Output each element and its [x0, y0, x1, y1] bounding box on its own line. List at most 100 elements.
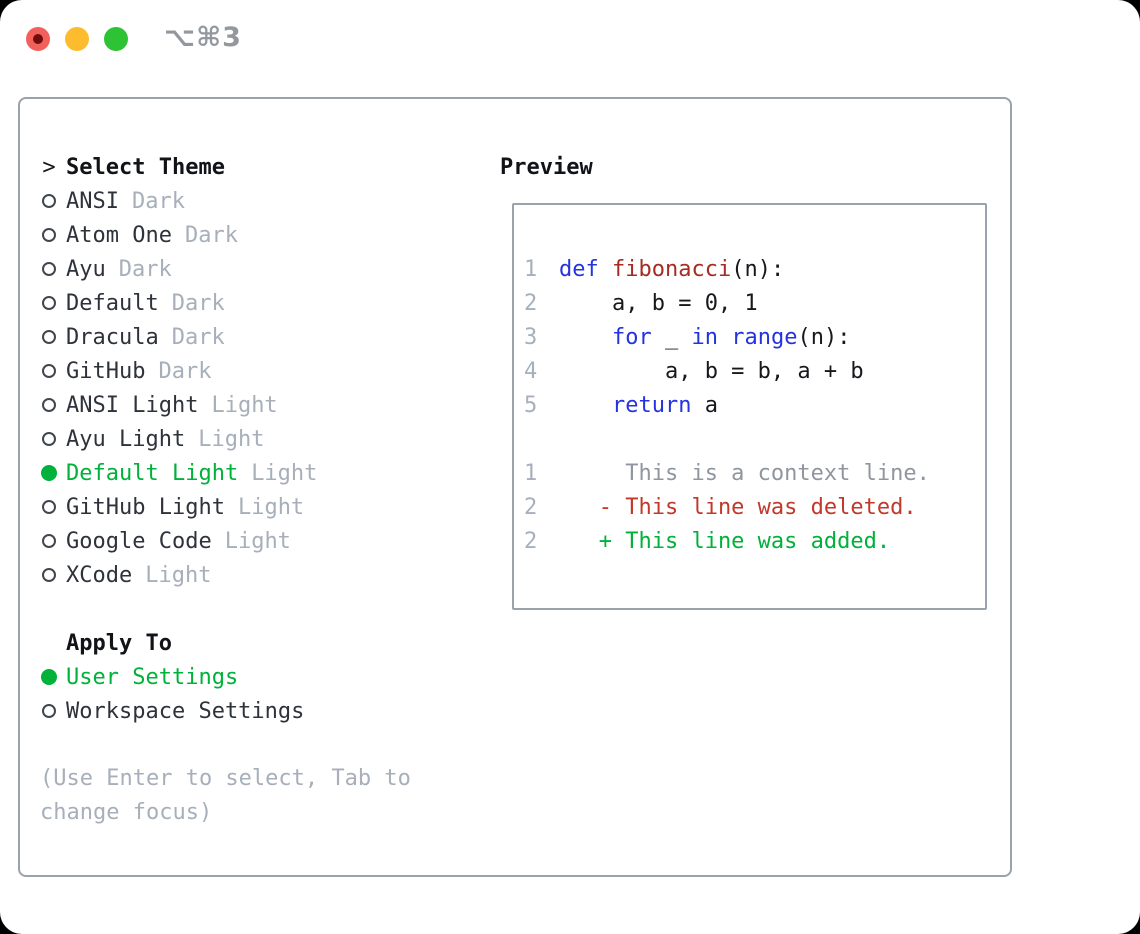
theme-variant-tag: Dark — [184, 222, 238, 248]
code-segment: a, b = b, a + b — [559, 358, 864, 384]
code-segment: This is a context line. — [559, 460, 930, 486]
select-theme-header: > Select Theme — [40, 150, 411, 184]
theme-option[interactable]: ANSI Light Light — [40, 388, 411, 422]
theme-name: Default — [66, 290, 159, 316]
theme-variant-tag: Dark — [118, 256, 172, 282]
close-button[interactable] — [26, 27, 50, 51]
apply-to-option-label: Workspace Settings — [66, 698, 305, 724]
window-title: ⌥⌘3 — [164, 22, 242, 53]
line-number: 2 — [524, 494, 538, 520]
apply-to-header: Apply To — [40, 626, 411, 660]
code-segment: fibonacci — [612, 256, 732, 282]
apply-to-list: User Settings Workspace Settings — [40, 660, 411, 728]
select-theme-title: Select Theme — [66, 154, 225, 180]
theme-variant-tag: Light — [211, 392, 278, 418]
keyboard-hint: (Use Enter to select, Tab to change focus… — [40, 762, 411, 830]
radio-circle-icon — [40, 194, 58, 208]
theme-option[interactable]: Dracula Dark — [40, 320, 411, 354]
theme-name: Atom One — [66, 222, 172, 248]
theme-variant-tag: Light — [198, 426, 265, 452]
preview-line: 4 a, b = b, a + b — [514, 354, 985, 388]
theme-variant-tag: Dark — [171, 324, 225, 350]
radio-circle-icon — [40, 704, 58, 718]
code-segment: _ — [651, 324, 692, 350]
code-segment — [718, 325, 731, 350]
theme-variant-tag: Dark — [158, 358, 212, 384]
focus-caret-icon: > — [42, 154, 56, 180]
preview-pane: 1 def fibonacci(n): 2 a, b = 0, 1 3 for … — [512, 203, 987, 610]
radio-circle-icon — [40, 228, 58, 242]
code-segment: a — [691, 392, 718, 418]
line-number: 3 — [524, 324, 538, 350]
preview-line: 1 This is a context line. — [514, 456, 985, 490]
radio-circle-icon — [40, 432, 58, 446]
preview-title: Preview — [500, 154, 593, 180]
theme-variant-tag: Dark — [131, 188, 185, 214]
code-segment — [559, 393, 612, 418]
theme-option[interactable]: Google Code Light — [40, 524, 411, 558]
theme-variant-tag: Light — [145, 562, 212, 588]
minimize-button[interactable] — [65, 27, 89, 51]
titlebar: ⌥⌘3 — [0, 0, 1140, 78]
radio-circle-icon — [40, 364, 58, 378]
keyboard-hint-line: change focus) — [40, 800, 213, 825]
line-number: 2 — [524, 528, 538, 554]
code-segment: (n): — [731, 256, 785, 282]
apply-to-option-label: User Settings — [66, 664, 239, 690]
theme-list: ANSI Dark Atom One Dark Ayu Dark Default… — [40, 184, 411, 592]
theme-name: ANSI Light — [66, 392, 199, 418]
theme-name: XCode — [66, 562, 133, 588]
radio-circle-icon — [40, 262, 58, 276]
apply-to-option[interactable]: User Settings — [40, 660, 411, 694]
code-segment: a, b = 0, 1 — [559, 290, 758, 316]
theme-list-column: > Select Theme ANSI Dark Atom One Dark A… — [40, 150, 411, 830]
theme-picker-panel: > Select Theme ANSI Dark Atom One Dark A… — [18, 97, 1012, 877]
theme-name: Dracula — [66, 324, 159, 350]
theme-option[interactable]: GitHub Dark — [40, 354, 411, 388]
preview-line: 5 return a — [514, 388, 985, 422]
preview-line — [514, 422, 985, 456]
preview-line: 3 for _ in range(n): — [514, 320, 985, 354]
code-segment: in — [691, 324, 718, 350]
theme-name: GitHub Light — [66, 494, 225, 520]
theme-name: Ayu — [66, 256, 106, 282]
spacer — [40, 592, 411, 626]
code-segment: (n): — [797, 324, 851, 350]
theme-option[interactable]: Default Dark — [40, 286, 411, 320]
radio-circle-icon — [40, 500, 58, 514]
preview-line: 1 def fibonacci(n): — [514, 252, 985, 286]
theme-option[interactable]: Ayu Dark — [40, 252, 411, 286]
spacer — [40, 728, 411, 762]
apply-to-option[interactable]: Workspace Settings — [40, 694, 411, 728]
line-number: 1 — [524, 256, 538, 282]
radio-circle-icon — [40, 568, 58, 582]
theme-name: Default Light — [66, 460, 239, 486]
preview-line: 2 + This line was added. — [514, 524, 985, 558]
theme-name: Google Code — [66, 528, 212, 554]
radio-circle-icon — [40, 534, 58, 548]
code-segment: + This line was added. — [559, 528, 891, 554]
keyboard-hint-line: (Use Enter to select, Tab to — [40, 766, 411, 791]
theme-variant-tag: Light — [224, 528, 291, 554]
theme-option[interactable]: Default Light Light — [40, 456, 411, 490]
apply-to-title: Apply To — [66, 630, 172, 656]
zoom-button[interactable] — [104, 27, 128, 51]
radio-circle-icon — [40, 669, 58, 685]
theme-option[interactable]: Atom One Dark — [40, 218, 411, 252]
radio-circle-icon — [40, 330, 58, 344]
preview-line: 2 a, b = 0, 1 — [514, 286, 985, 320]
line-number: 1 — [524, 460, 538, 486]
theme-option[interactable]: XCode Light — [40, 558, 411, 592]
code-segment: def — [559, 256, 599, 282]
theme-option[interactable]: GitHub Light Light — [40, 490, 411, 524]
theme-name: Ayu Light — [66, 426, 186, 452]
theme-variant-tag: Light — [237, 494, 305, 520]
code-segment: - This line was deleted. — [559, 494, 917, 520]
theme-option[interactable]: Ayu Light Light — [40, 422, 411, 456]
theme-name: ANSI — [66, 188, 119, 214]
theme-option[interactable]: ANSI Dark — [40, 184, 411, 218]
code-segment: range — [731, 324, 798, 350]
line-number: 4 — [524, 358, 538, 384]
